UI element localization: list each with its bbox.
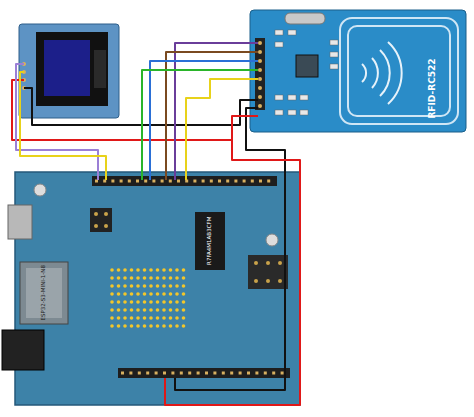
oled-display [19, 24, 119, 118]
chip-marking: R7FA4M1AB3CFM [207, 217, 213, 265]
module-name: RFID-RC522 [428, 58, 437, 118]
chip-marking: ESP32-S3-MINI-1-N8 [41, 265, 47, 320]
microcontroller-board [2, 172, 300, 405]
rfid-module [250, 10, 466, 132]
wires [12, 43, 300, 405]
